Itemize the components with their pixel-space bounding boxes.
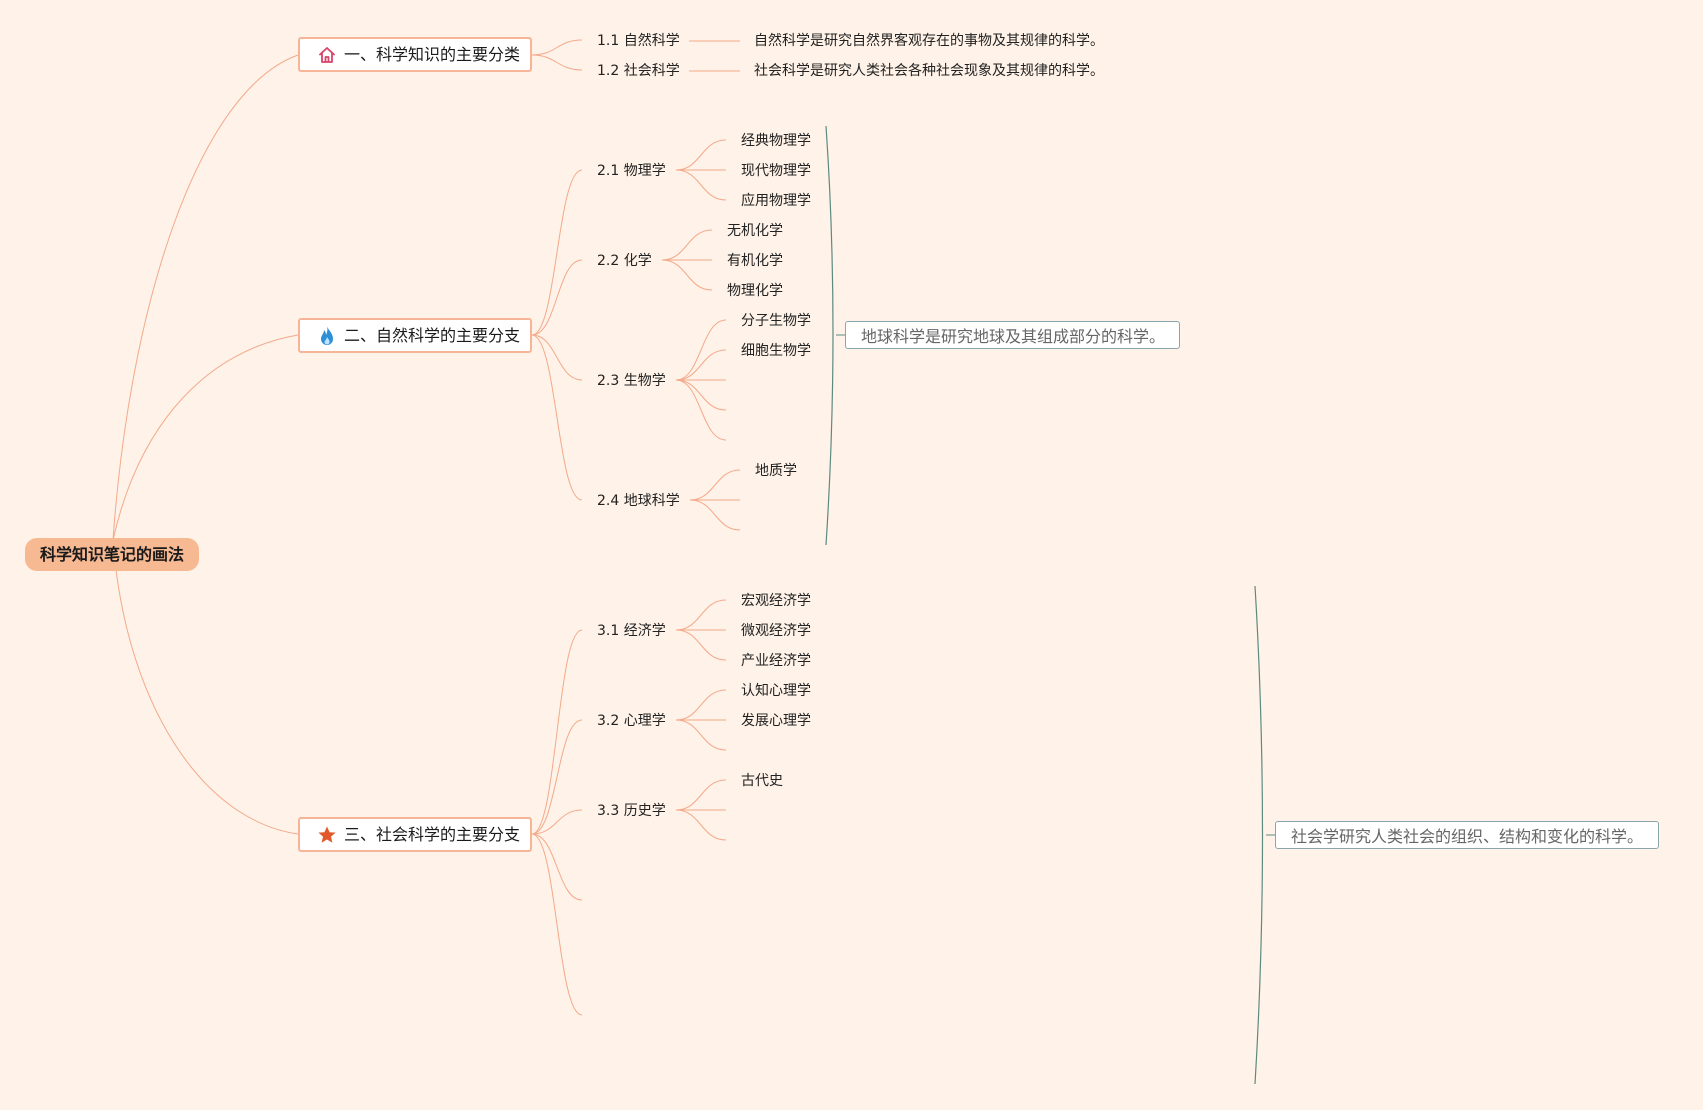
subtopic-psychology[interactable]: 3.2 心理学 xyxy=(597,713,666,729)
root-topic[interactable]: 科学知识笔记的画法 xyxy=(25,538,199,571)
branch-connector xyxy=(531,809,583,835)
star-icon xyxy=(316,824,338,846)
main-topic-label: 三、社会科学的主要分支 xyxy=(344,824,521,844)
home-icon xyxy=(316,44,338,66)
branch-connector xyxy=(531,833,583,1016)
note-social-science[interactable]: 社会科学是研究人类社会各种社会现象及其规律的科学。 xyxy=(754,63,1104,79)
leaf-connector xyxy=(675,629,727,661)
summary-bracket xyxy=(1254,585,1264,1085)
leaf-cell-biology[interactable]: 细胞生物学 xyxy=(741,343,811,359)
leaf-applied-physics[interactable]: 应用物理学 xyxy=(741,193,811,209)
leaf-physical-chemistry[interactable]: 物理化学 xyxy=(727,283,783,299)
leaf-organic-chemistry[interactable]: 有机化学 xyxy=(727,253,783,269)
note-natural-science[interactable]: 自然科学是研究自然界客观存在的事物及其规律的科学。 xyxy=(754,33,1104,49)
branch-connector xyxy=(531,259,583,336)
summary-sociology[interactable]: 社会学研究人类社会的组织、结构和变化的科学。 xyxy=(1275,821,1659,849)
root-connector xyxy=(112,334,299,541)
subtopic-physics[interactable]: 2.1 物理学 xyxy=(597,163,666,179)
branch-connector xyxy=(531,334,583,381)
subtopic-natural-science[interactable]: 1.1 自然科学 xyxy=(597,33,680,49)
leaf-connector xyxy=(661,229,713,261)
subtopic-earth-science[interactable]: 2.4 地球科学 xyxy=(597,493,680,509)
leaf-ancient-history[interactable]: 古代史 xyxy=(741,773,783,789)
branch-connector xyxy=(531,629,583,835)
leaf-connector xyxy=(689,469,741,501)
leaf-cognitive-psychology[interactable]: 认知心理学 xyxy=(741,683,811,699)
root-connector xyxy=(112,539,299,835)
leaf-modern-physics[interactable]: 现代物理学 xyxy=(741,163,811,179)
main-topic-label: 一、科学知识的主要分类 xyxy=(344,44,521,64)
leaf-connector xyxy=(675,349,727,381)
subtopic-chemistry[interactable]: 2.2 化学 xyxy=(597,253,652,269)
subtopic-social-science[interactable]: 1.2 社会科学 xyxy=(597,63,680,79)
subtopic-economics[interactable]: 3.1 经济学 xyxy=(597,623,666,639)
leaf-connector xyxy=(675,139,727,171)
leaf-connector xyxy=(675,379,727,441)
leaf-connector xyxy=(675,719,727,751)
branch-connector xyxy=(531,169,583,336)
leaf-developmental-psychology[interactable]: 发展心理学 xyxy=(741,713,811,729)
leaf-classical-physics[interactable]: 经典物理学 xyxy=(741,133,811,149)
leaf-connector xyxy=(675,689,727,721)
leaf-connector xyxy=(675,169,727,201)
main-topic-natural-science[interactable]: 二、自然科学的主要分支 xyxy=(298,318,532,353)
leaf-connector xyxy=(675,779,727,811)
leaf-connector xyxy=(675,379,727,411)
leaf-macroeconomics[interactable]: 宏观经济学 xyxy=(741,593,811,609)
summary-earth-science[interactable]: 地球科学是研究地球及其组成部分的科学。 xyxy=(845,321,1180,349)
leaf-molecular-biology[interactable]: 分子生物学 xyxy=(741,313,811,329)
leaf-geology[interactable]: 地质学 xyxy=(755,463,797,479)
leaf-connector xyxy=(675,319,727,381)
fire-icon xyxy=(316,325,338,347)
leaf-inorganic-chemistry[interactable]: 无机化学 xyxy=(727,223,783,239)
leaf-connector xyxy=(675,809,727,841)
branch-connector xyxy=(531,719,583,835)
leaf-connector xyxy=(689,499,741,531)
subtopic-history[interactable]: 3.3 历史学 xyxy=(597,803,666,819)
branch-connector xyxy=(531,39,583,56)
leaf-industrial-economics[interactable]: 产业经济学 xyxy=(741,653,811,669)
leaf-connector xyxy=(661,259,713,291)
main-topic-label: 二、自然科学的主要分支 xyxy=(344,325,521,345)
branch-connector xyxy=(531,334,583,501)
branch-connector xyxy=(531,54,583,71)
leaf-microeconomics[interactable]: 微观经济学 xyxy=(741,623,811,639)
subtopic-biology[interactable]: 2.3 生物学 xyxy=(597,373,666,389)
main-topic-classification[interactable]: 一、科学知识的主要分类 xyxy=(298,37,532,72)
leaf-connector xyxy=(675,599,727,631)
main-topic-social-science[interactable]: 三、社会科学的主要分支 xyxy=(298,817,532,852)
branch-connector xyxy=(531,833,583,901)
root-connector xyxy=(112,54,299,541)
summary-bracket xyxy=(825,125,834,546)
